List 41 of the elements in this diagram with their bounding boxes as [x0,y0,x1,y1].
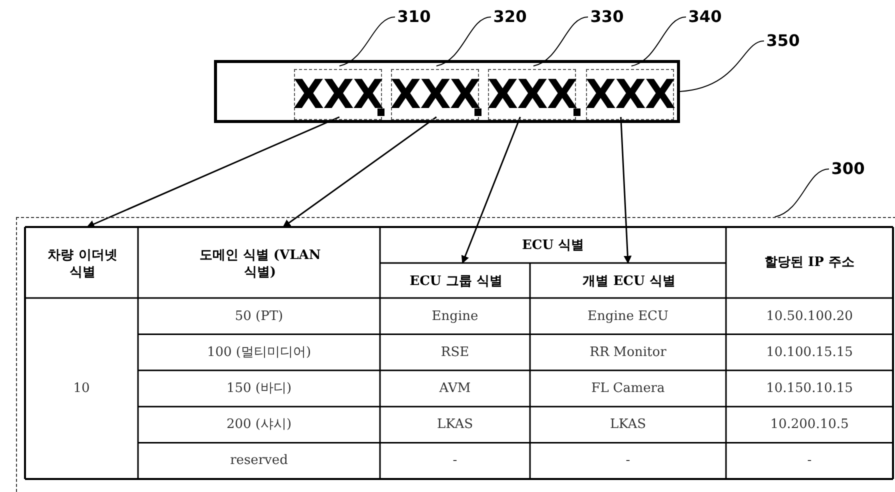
column-header: 차량 이더넷 식별 [26,228,139,299]
column-header: 할당된 IP 주소 [764,254,856,272]
column-header: ECU 그룹 식별 [381,264,531,299]
table-value: LKAS [608,416,648,434]
table-value: - [806,452,813,470]
table-value: reserved [229,452,289,470]
table-value: 150 (바디) [225,380,293,398]
table-value: 100 (멀티미디어) [206,344,312,362]
callout-number: 350 [764,32,802,50]
column-header: 도메인 식별 (VLAN 식별) [139,228,381,299]
arrow [86,116,340,228]
column-header: ECU 식별 [520,236,586,254]
table-value: RR Monitor [588,344,668,362]
table-value: 50 (PT) [234,308,284,326]
table-value: 10.150.10.15 [765,380,854,398]
table-value: Engine [430,308,480,326]
table-value: LKAS [436,416,474,434]
table-value: Engine ECU [586,308,670,326]
callout-number: 310 [395,8,433,26]
address-field: XXX [586,69,674,120]
table-value: - [624,452,632,470]
address-box [214,60,680,123]
column-header: 개별 ECU 식별 [531,264,727,299]
table-value: RSE [440,344,470,362]
table-value: 10.200.10.5 [769,416,850,434]
table-value: 10.100.15.15 [765,344,854,362]
callout-number: 300 [829,160,867,178]
leader-line [680,40,764,92]
table-value: FL Camera [590,380,666,398]
callout-number: 330 [588,8,626,26]
arrow [620,116,632,264]
table-value: 10.50.100.20 [765,308,854,326]
table-value: AVM [438,380,472,398]
arrow [282,116,437,228]
callout-number: 340 [686,8,724,26]
table-value: 10 [72,380,91,398]
callout-number: 320 [491,8,529,26]
table-value: 200 (샤시) [225,416,293,434]
table-value: - [452,452,458,470]
arrow [461,116,521,264]
leader-line [774,168,830,218]
